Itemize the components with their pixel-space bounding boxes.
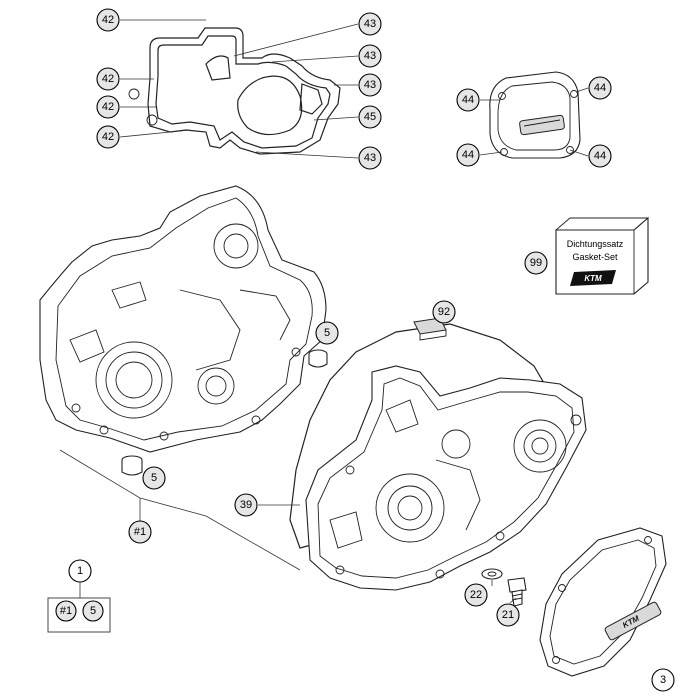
callout-1: 1: [68, 559, 92, 583]
gasket-set-logo: KTM: [584, 274, 602, 283]
svg-text:43: 43: [364, 50, 376, 62]
leader-lines: [59, 19, 589, 604]
callout-set-1-contents: #1: [55, 600, 77, 622]
outer-cover: KTM: [539, 527, 667, 677]
svg-text:44: 44: [594, 82, 606, 94]
callout-5-upper: 5: [315, 321, 339, 345]
svg-text:44: 44: [462, 94, 474, 106]
callout-39: 39: [234, 493, 258, 517]
callout-43-b: 43: [358, 44, 382, 68]
callout-44-a: 44: [456, 88, 480, 112]
svg-text:3: 3: [660, 674, 666, 686]
svg-text:#1: #1: [134, 526, 146, 538]
cylinder-base-gasket: [128, 27, 341, 155]
callout-45: 45: [358, 105, 382, 129]
callout-3: 3: [651, 668, 675, 692]
svg-text:44: 44: [594, 150, 606, 162]
svg-text:42: 42: [102, 14, 114, 26]
svg-text:44: 44: [462, 149, 474, 161]
svg-text:42: 42: [102, 131, 114, 143]
ktm-logo-icon: KTM: [570, 270, 616, 286]
callout-43-a: 43: [358, 12, 382, 36]
drain-screw-21: [507, 577, 527, 607]
callout-set-1: #1: [128, 520, 152, 544]
callout-42-b: 42: [96, 67, 120, 91]
callout-42-d: 42: [96, 125, 120, 149]
callout-44-c: 44: [456, 143, 480, 167]
callout-44-d: 44: [588, 144, 612, 168]
gasket-set-line1: Dichtungssatz: [567, 239, 624, 249]
svg-text:43: 43: [364, 152, 376, 164]
callout-92: 92: [432, 300, 456, 324]
svg-text:43: 43: [364, 79, 376, 91]
gasket-set-line2: Gasket-Set: [572, 252, 618, 262]
callout-43-c: 43: [358, 73, 382, 97]
svg-text:5: 5: [151, 472, 157, 484]
svg-text:1: 1: [77, 565, 83, 577]
callout-22: 22: [464, 583, 488, 607]
svg-text:92: 92: [438, 306, 450, 318]
svg-text:#1: #1: [60, 605, 72, 617]
callout-42-a: 42: [96, 8, 120, 32]
svg-text:42: 42: [102, 73, 114, 85]
svg-text:5: 5: [324, 327, 330, 339]
dowel-sleeve-lower: [121, 455, 143, 476]
svg-text:22: 22: [470, 589, 482, 601]
callout-43-d: 43: [358, 146, 382, 170]
svg-text:5: 5: [90, 605, 96, 617]
svg-text:99: 99: [530, 257, 542, 269]
right-crankcase-half: [305, 365, 587, 591]
svg-text:21: 21: [502, 609, 514, 621]
callout-44-b: 44: [588, 76, 612, 100]
plate-92: [413, 317, 447, 341]
left-crankcase-half: [39, 185, 327, 453]
small-cover: [489, 71, 581, 159]
svg-text:45: 45: [364, 111, 376, 123]
svg-text:39: 39: [240, 499, 252, 511]
callout-42-c: 42: [96, 95, 120, 119]
callout-99: 99: [524, 251, 548, 275]
dowel-sleeve-upper: [308, 349, 328, 368]
callout-5-lower: 5: [142, 466, 166, 490]
washer-22: [481, 568, 503, 580]
callout-5-contents: 5: [82, 600, 104, 622]
svg-text:42: 42: [102, 101, 114, 113]
gasket-set-box: Dichtungssatz Gasket-Set KTM: [555, 216, 649, 295]
svg-text:43: 43: [364, 18, 376, 30]
callout-21: 21: [496, 603, 520, 627]
